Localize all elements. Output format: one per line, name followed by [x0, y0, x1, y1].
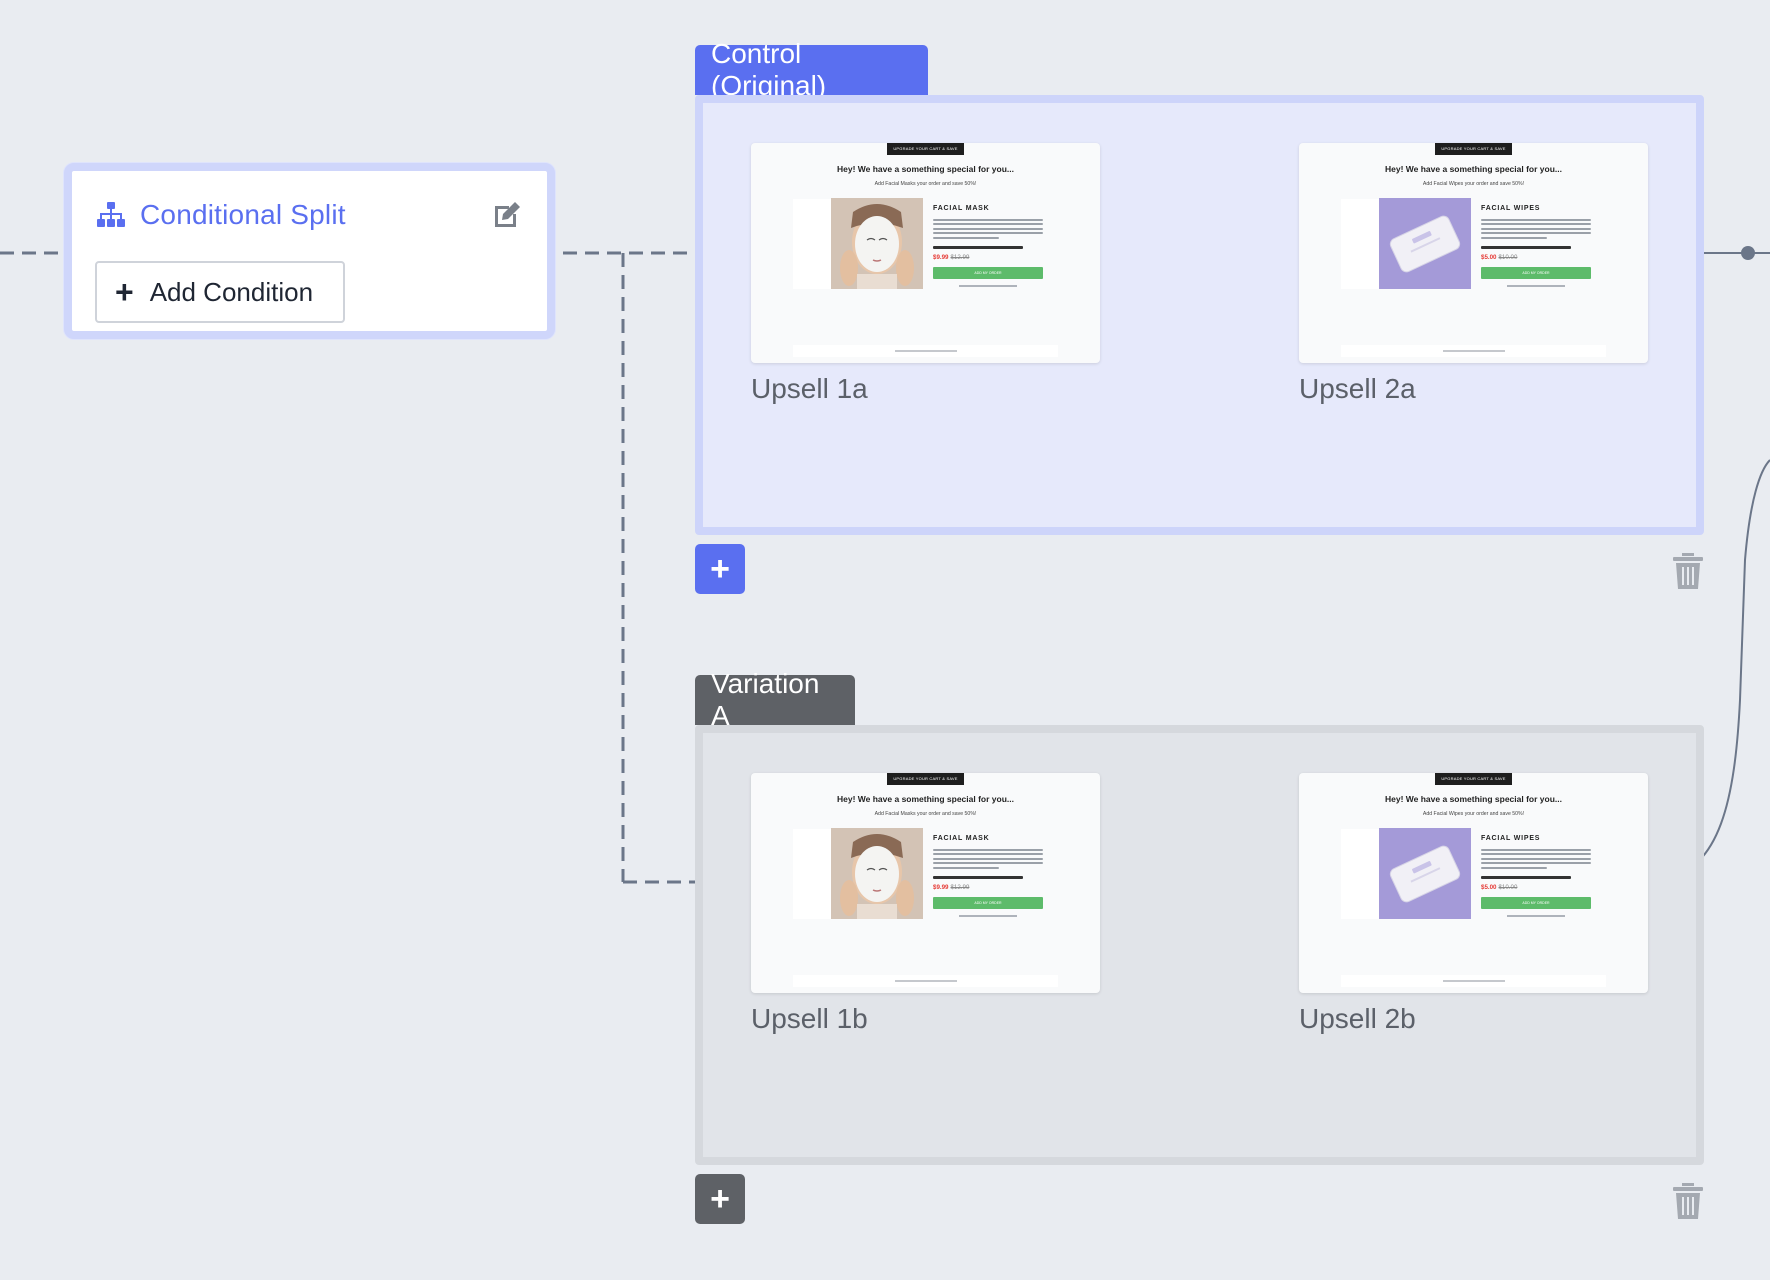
thumb-subhead: Add Facial Wipes your order and save 50%…	[1422, 811, 1525, 817]
thumb-panel	[1341, 199, 1379, 289]
split-header: Conditional Split	[96, 195, 523, 235]
thumb-no-thanks	[1507, 915, 1565, 917]
thumb-panel	[793, 199, 831, 289]
thumb-offer-line	[1481, 876, 1571, 879]
add-variation-step-button[interactable]: +	[695, 1174, 745, 1224]
thumb-description	[933, 849, 1043, 871]
thumb-topbar: UPGRADE YOUR CART & SAVE	[887, 773, 964, 785]
thumb-price: $5.00$10.00	[1481, 884, 1517, 891]
thumb-cta-button: ADD MY ORDER	[933, 267, 1043, 279]
thumb-offer-line	[1481, 246, 1571, 249]
thumb-headline: Hey! We have a something special for you…	[837, 794, 1014, 804]
thumb-cta-button: ADD MY ORDER	[1481, 897, 1591, 909]
variation-group-tab[interactable]: Variation A	[695, 668, 855, 731]
conditional-split-node[interactable]: Conditional Split + Add Condition	[64, 163, 555, 339]
thumb-price: $5.00$10.00	[1481, 254, 1517, 261]
product-image	[1379, 828, 1471, 919]
page-thumbnail[interactable]: UPGRADE YOUR CART & SAVE Hey! We have a …	[751, 143, 1100, 363]
thumb-product-name: FACIAL MASK	[933, 835, 990, 842]
thumb-description	[1481, 849, 1591, 871]
thumb-cta-button: ADD MY ORDER	[933, 897, 1043, 909]
thumb-footer	[793, 345, 1058, 357]
page-thumbnail[interactable]: UPGRADE YOUR CART & SAVE Hey! We have a …	[751, 773, 1100, 993]
product-image	[831, 828, 923, 919]
thumb-subhead: Add Facial Wipes your order and save 50%…	[1422, 181, 1525, 187]
add-control-step-button[interactable]: +	[695, 544, 745, 594]
thumb-subhead: Add Facial Masks your order and save 50%…	[874, 181, 977, 187]
step-label[interactable]: Upsell 1b	[751, 1003, 868, 1034]
thumb-no-thanks	[959, 915, 1017, 917]
step-label[interactable]: Upsell 1a	[751, 373, 868, 404]
thumb-price: $9.99$12.99	[933, 884, 969, 891]
thumb-footer	[1341, 975, 1606, 987]
thumb-panel	[793, 829, 831, 919]
thumb-subhead: Add Facial Masks your order and save 50%…	[874, 811, 977, 817]
split-title: Conditional Split	[140, 199, 346, 230]
trash-icon[interactable]	[1672, 553, 1704, 589]
thumb-product-name: FACIAL WIPES	[1481, 835, 1541, 842]
thumb-price-new: $9.99	[933, 254, 949, 261]
thumb-description	[933, 219, 1043, 241]
thumb-product-name: FACIAL MASK	[933, 205, 990, 212]
thumb-panel	[1341, 829, 1379, 919]
thumb-headline: Hey! We have a something special for you…	[1385, 164, 1562, 174]
control-group-tab[interactable]: Control (Original)	[695, 38, 928, 101]
thumb-footer	[793, 975, 1058, 987]
thumb-price-old: $10.00	[1498, 254, 1518, 261]
thumb-footer	[1341, 345, 1606, 357]
product-image	[831, 198, 923, 289]
thumb-topbar: UPGRADE YOUR CART & SAVE	[1435, 773, 1512, 785]
plus-icon: +	[115, 274, 134, 310]
thumb-offer-line	[933, 246, 1023, 249]
thumb-product-name: FACIAL WIPES	[1481, 205, 1541, 212]
step-label[interactable]: Upsell 2a	[1299, 373, 1416, 404]
thumb-price-old: $10.00	[1498, 884, 1518, 891]
thumb-headline: Hey! We have a something special for you…	[1385, 794, 1562, 804]
thumb-topbar: UPGRADE YOUR CART & SAVE	[1435, 143, 1512, 155]
thumb-price: $9.99$12.99	[933, 254, 969, 261]
thumb-price-new: $9.99	[933, 884, 949, 891]
trash-icon[interactable]	[1672, 1183, 1704, 1219]
thumb-cta-button: ADD MY ORDER	[1481, 267, 1591, 279]
page-thumbnail[interactable]: UPGRADE YOUR CART & SAVE Hey! We have a …	[1299, 773, 1648, 993]
thumb-price-new: $5.00	[1481, 884, 1497, 891]
thumb-price-old: $12.99	[950, 254, 970, 261]
thumb-headline: Hey! We have a something special for you…	[837, 164, 1014, 174]
thumb-description	[1481, 219, 1591, 241]
thumb-no-thanks	[1507, 285, 1565, 287]
edit-icon[interactable]	[491, 199, 523, 231]
add-condition-label: Add Condition	[149, 276, 314, 307]
sitemap-icon	[97, 202, 125, 227]
page-thumbnail[interactable]: UPGRADE YOUR CART & SAVE Hey! We have a …	[1299, 143, 1648, 363]
thumb-topbar: UPGRADE YOUR CART & SAVE	[887, 143, 964, 155]
thumb-no-thanks	[959, 285, 1017, 287]
step-label[interactable]: Upsell 2b	[1299, 1003, 1416, 1034]
thumb-price-old: $12.99	[950, 884, 970, 891]
add-condition-button[interactable]: + Add Condition	[95, 261, 345, 323]
product-image	[1379, 198, 1471, 289]
thumb-price-new: $5.00	[1481, 254, 1497, 261]
thumb-offer-line	[933, 876, 1023, 879]
